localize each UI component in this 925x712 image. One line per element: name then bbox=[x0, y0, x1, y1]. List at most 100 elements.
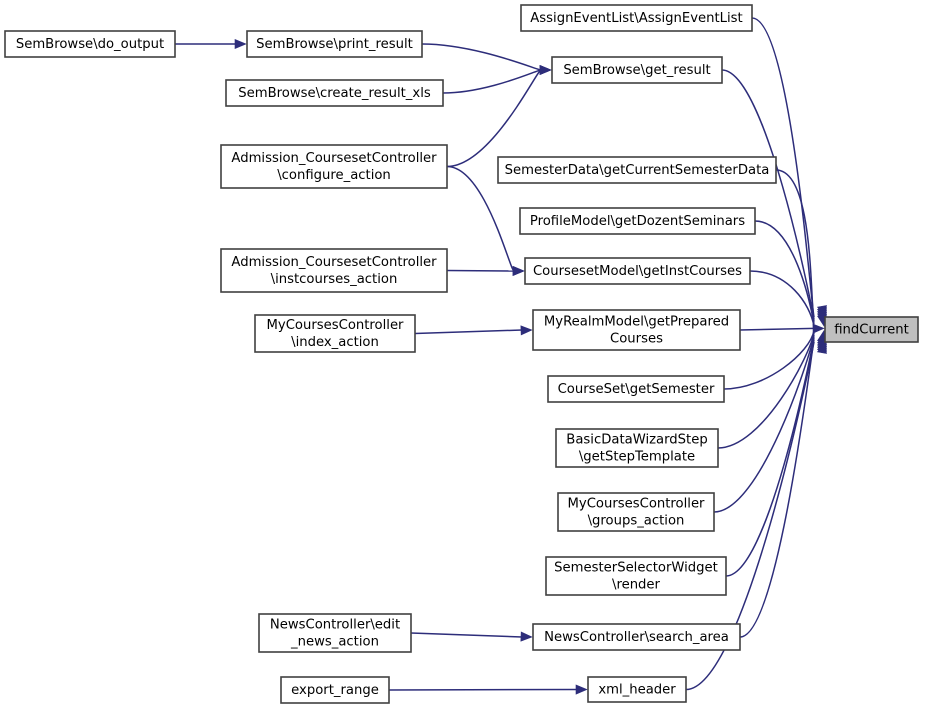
call-edge bbox=[713, 334, 815, 513]
node-label: SemBrowse\print_result bbox=[256, 37, 413, 52]
call-edge bbox=[775, 169, 815, 322]
node-box[interactable] bbox=[524, 257, 751, 285]
node-box[interactable] bbox=[520, 4, 753, 32]
node-label: NewsController\search_area bbox=[544, 630, 729, 645]
call-edge bbox=[446, 269, 515, 272]
graph-node-selector_render[interactable]: SemesterSelectorWidget \render bbox=[545, 556, 727, 596]
call-edge bbox=[685, 341, 815, 691]
call-edge bbox=[723, 330, 815, 390]
node-box[interactable] bbox=[547, 375, 725, 403]
node-box[interactable] bbox=[254, 314, 416, 353]
call-edge bbox=[446, 165, 515, 272]
graph-node-create_result_xls[interactable]: SemBrowse\create_result_xls bbox=[225, 79, 444, 107]
node-label: Courses bbox=[610, 332, 663, 347]
node-label: ProfileModel\getDozentSeminars bbox=[530, 214, 745, 229]
graph-node-edit_news_action[interactable]: NewsController\edit _news_action bbox=[258, 613, 412, 653]
graph-node-configure_action[interactable]: Admission_CoursesetController \configure_… bbox=[220, 144, 448, 189]
node-box[interactable] bbox=[532, 623, 741, 651]
call-edge bbox=[410, 632, 523, 638]
node-label: MyRealmModel\getPrepared bbox=[544, 315, 729, 330]
node-label: NewsController\edit bbox=[270, 618, 400, 633]
node-box[interactable] bbox=[519, 207, 756, 235]
graph-node-get_result[interactable]: SemBrowse\get_result bbox=[551, 56, 723, 84]
node-box[interactable] bbox=[587, 676, 687, 703]
graph-node-step_template[interactable]: BasicDataWizardStep \getStepTemplate bbox=[555, 428, 719, 468]
graph-node-get_semester[interactable]: CourseSet\getSemester bbox=[547, 375, 725, 403]
node-label: Admission_CoursesetController bbox=[231, 151, 437, 166]
edge-arrowhead bbox=[520, 325, 533, 336]
node-box[interactable] bbox=[532, 309, 741, 351]
node-label: CourseSet\getSemester bbox=[558, 382, 715, 397]
call-edge bbox=[739, 327, 815, 331]
edge-arrowhead bbox=[575, 684, 588, 695]
node-box[interactable] bbox=[824, 316, 919, 343]
graph-node-find_current[interactable]: findCurrent bbox=[824, 316, 919, 343]
node-box[interactable] bbox=[246, 30, 423, 58]
call-edge bbox=[442, 69, 542, 94]
node-label: MyCoursesController bbox=[267, 318, 405, 333]
node-label: \index_action bbox=[291, 335, 379, 350]
call-edge bbox=[421, 43, 542, 71]
graph-node-search_area[interactable]: NewsController\search_area bbox=[532, 623, 741, 651]
node-label: AssignEventList\AssignEventList bbox=[530, 11, 742, 26]
node-label: MyCoursesController bbox=[568, 497, 706, 512]
node-box[interactable] bbox=[220, 144, 448, 189]
node-label: SemesterData\getCurrentSemesterData bbox=[505, 163, 770, 178]
call-edge bbox=[414, 329, 523, 335]
node-box[interactable] bbox=[225, 79, 444, 107]
call-edge bbox=[717, 332, 815, 449]
call-edge bbox=[446, 69, 542, 168]
graph-node-groups_action[interactable]: MyCoursesController \groups_action bbox=[557, 492, 715, 532]
edge-arrowhead bbox=[512, 265, 525, 276]
graph-node-dozent_seminars[interactable]: ProfileModel\getDozentSeminars bbox=[519, 207, 756, 235]
graph-node-print_result[interactable]: SemBrowse\print_result bbox=[246, 30, 423, 58]
graph-node-xml_header[interactable]: xml_header bbox=[587, 676, 687, 703]
edge-arrowhead bbox=[539, 64, 552, 76]
node-label: SemBrowse\create_result_xls bbox=[238, 86, 431, 101]
node-label: \render bbox=[612, 578, 661, 593]
node-label: findCurrent bbox=[834, 323, 909, 338]
node-box[interactable] bbox=[4, 30, 176, 58]
node-box[interactable] bbox=[220, 248, 448, 293]
node-label: _news_action bbox=[290, 635, 379, 650]
graph-node-instcourses_action[interactable]: Admission_CoursesetController \instcourse… bbox=[220, 248, 448, 293]
graph-node-inst_courses[interactable]: CoursesetModel\getInstCourses bbox=[524, 257, 751, 285]
node-label: \groups_action bbox=[588, 514, 685, 529]
edge-arrowhead bbox=[817, 341, 827, 354]
graph-node-do_output[interactable]: SemBrowse\do_output bbox=[4, 30, 176, 58]
call-edge bbox=[725, 337, 815, 577]
call-edge bbox=[749, 270, 815, 327]
node-label: \instcourses_action bbox=[271, 272, 398, 287]
node-label: SemesterSelectorWidget bbox=[554, 561, 718, 576]
node-box[interactable] bbox=[555, 428, 719, 468]
call-edge bbox=[388, 688, 578, 691]
edges-layer bbox=[175, 17, 827, 695]
node-label: SemBrowse\do_output bbox=[16, 37, 164, 52]
node-label: \getStepTemplate bbox=[579, 450, 695, 465]
nodes-layer: SemBrowse\do_output SemBrowse\print_resul… bbox=[4, 4, 919, 704]
edge-arrowhead bbox=[234, 38, 247, 50]
edge-arrowhead bbox=[812, 323, 825, 334]
graph-node-get_current_sem[interactable]: SemesterData\getCurrentSemesterData bbox=[497, 156, 777, 184]
node-label: \configure_action bbox=[277, 168, 391, 183]
node-label: BasicDataWizardStep bbox=[566, 433, 707, 448]
graph-node-export_range[interactable]: export_range bbox=[280, 676, 390, 704]
node-box[interactable] bbox=[497, 156, 777, 184]
node-label: CoursesetModel\getInstCourses bbox=[533, 264, 742, 279]
node-box[interactable] bbox=[545, 556, 727, 596]
node-label: export_range bbox=[291, 683, 379, 698]
node-box[interactable] bbox=[280, 676, 390, 704]
graph-node-assign_event_list[interactable]: AssignEventList\AssignEventList bbox=[520, 4, 753, 32]
call-edge bbox=[754, 220, 815, 325]
node-label: xml_header bbox=[598, 683, 676, 698]
node-box[interactable] bbox=[258, 613, 412, 653]
node-box[interactable] bbox=[557, 492, 715, 532]
graph-node-index_action[interactable]: MyCoursesController \index_action bbox=[254, 314, 416, 353]
node-box[interactable] bbox=[551, 56, 723, 84]
node-label: Admission_CoursesetController bbox=[231, 255, 437, 270]
node-label: SemBrowse\get_result bbox=[563, 63, 710, 78]
call-edge bbox=[721, 69, 815, 320]
